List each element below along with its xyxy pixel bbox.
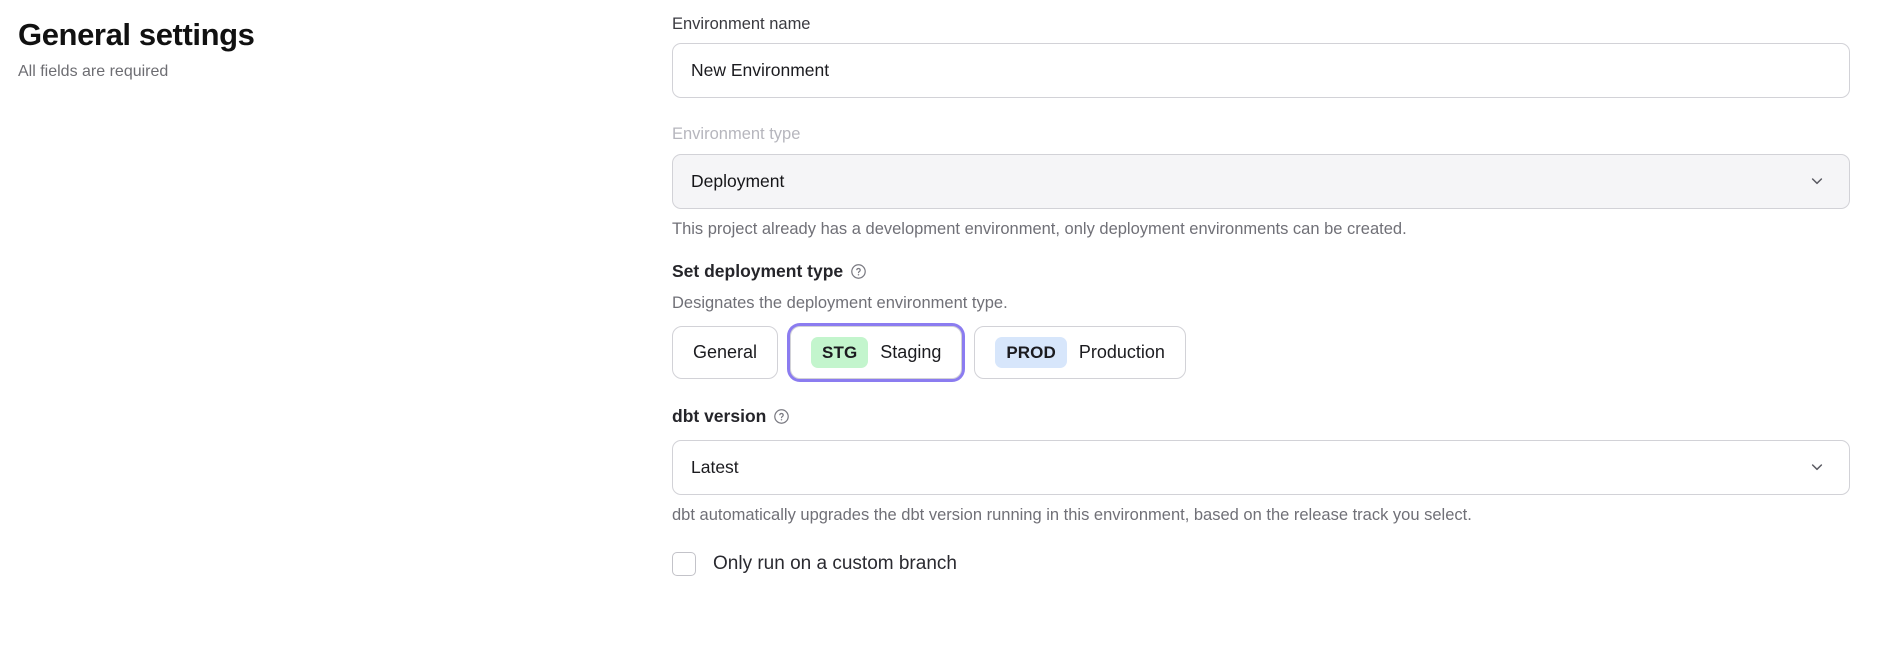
staging-badge: STG [811,337,869,369]
page-title: General settings [18,17,255,52]
question-circle-icon[interactable] [773,408,790,425]
deployment-type-heading: Set deployment type [672,260,1850,283]
dbt-version-help: dbt automatically upgrades the dbt versi… [672,505,1472,524]
page-subtitle: All fields are required [18,62,169,80]
deployment-type-option-staging[interactable]: STG Staging [790,326,963,380]
custom-branch-label[interactable]: Only run on a custom branch [713,552,957,574]
deployment-type-options: General STG Staging PROD Production [672,326,1850,380]
custom-branch-checkbox[interactable] [672,552,696,577]
general-settings-form: Environment name Environment type Deploy… [672,14,1850,577]
chevron-down-icon [1809,459,1825,475]
dbt-version-heading: dbt version [672,405,1850,428]
dbt-version-field: dbt version Latest dbt automatically upg… [672,405,1850,526]
deployment-type-option-staging-label: Staging [880,342,942,363]
dbt-version-heading-text: dbt version [672,406,767,427]
environment-name-input[interactable] [672,43,1850,99]
environment-name-field: Environment name [672,14,1850,99]
deployment-type-field: Set deployment type Designates the deplo… [672,260,1850,380]
environment-name-label: Environment name [672,15,811,33]
custom-branch-field: Only run on a custom branch [672,552,1850,577]
deployment-type-option-production-label: Production [1078,342,1165,363]
deployment-type-option-general-label: General [693,342,758,363]
chevron-down-icon [1809,173,1825,189]
production-badge: PROD [995,337,1067,369]
dbt-version-select[interactable]: Latest [672,439,1850,495]
settings-intro: General settings All fields are required [18,16,518,83]
deployment-type-option-general[interactable]: General [672,326,779,380]
dbt-version-value: Latest [691,456,739,477]
environment-type-field: Environment type Deployment This project… [672,124,1850,240]
environment-type-value: Deployment [691,170,785,191]
question-circle-icon[interactable] [850,263,867,280]
deployment-type-heading-text: Set deployment type [672,261,844,282]
environment-type-label: Environment type [672,125,801,144]
environment-type-select: Deployment [672,153,1850,209]
environment-type-help: This project already has a development e… [672,219,1407,238]
deployment-type-option-production[interactable]: PROD Production [974,326,1186,380]
deployment-type-description: Designates the deployment environment ty… [672,293,1008,312]
